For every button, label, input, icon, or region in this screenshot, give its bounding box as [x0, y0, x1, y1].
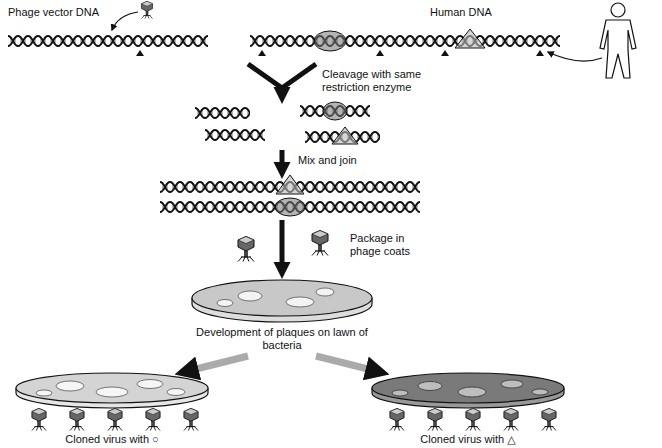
step-label: Package in phage coats — [350, 232, 426, 258]
step-arrow — [280, 220, 285, 272]
gene-triangle — [332, 127, 358, 144]
petri-dish — [372, 373, 564, 408]
gene-circle — [314, 31, 346, 51]
dna-fragment — [205, 128, 265, 142]
part-label: Phage vector DNA — [8, 6, 138, 19]
gene-triangle — [455, 29, 485, 48]
result-label: Cloned virus with △ — [368, 433, 568, 446]
phage-icon — [141, 1, 152, 18]
vector-dna — [8, 34, 208, 48]
gene-triangle — [276, 175, 304, 194]
pointer-arrow — [112, 12, 138, 30]
pointer-arrow — [548, 52, 602, 61]
restriction-site — [136, 50, 544, 56]
result-label: Cloned virus with ○ — [12, 433, 212, 446]
step-label: Mix and join — [298, 154, 408, 167]
petri-dish — [192, 280, 372, 322]
step-label: Cleavage with same restriction enzyme — [322, 68, 434, 94]
phage-row — [390, 408, 556, 430]
gene-circle — [323, 102, 347, 120]
human-figure — [600, 3, 636, 78]
human-dna — [250, 34, 560, 48]
split-arrow — [184, 356, 248, 372]
split-arrow — [316, 356, 380, 372]
part-label: Human DNA — [430, 6, 540, 19]
merge-arrow — [280, 86, 285, 97]
petri-dish — [16, 373, 208, 408]
step-label: Development of plaques on lawn of bacter… — [192, 326, 372, 352]
dna-fragment — [195, 106, 250, 120]
phage-icon — [238, 231, 328, 262]
step-arrow — [280, 150, 285, 172]
phage-row — [32, 408, 198, 430]
merge-arrow — [248, 64, 316, 88]
gene-circle — [275, 198, 305, 216]
